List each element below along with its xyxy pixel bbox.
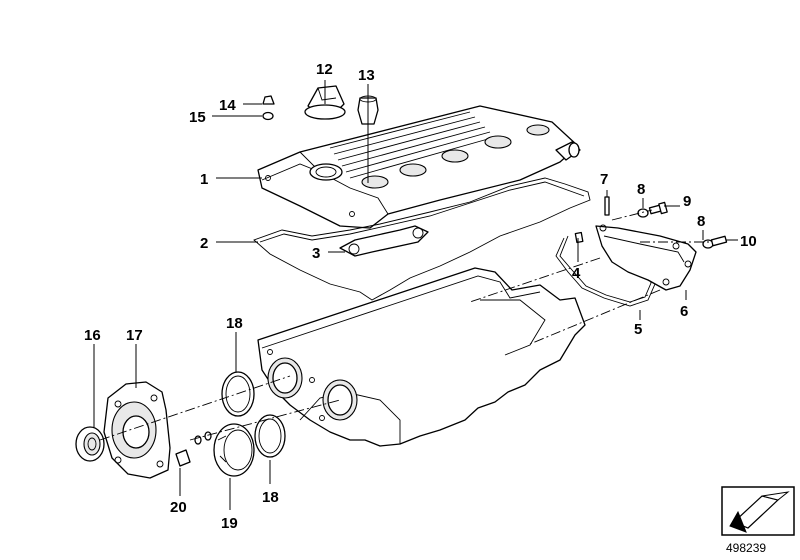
leader-lines <box>93 80 738 510</box>
callout-5: 5 <box>634 321 642 338</box>
cover-gasket <box>253 177 591 301</box>
callout-13: 13 <box>358 67 375 84</box>
stud <box>604 196 610 216</box>
callout-3: 3 <box>312 245 320 262</box>
dowel-pin <box>574 231 584 244</box>
callout-18a: 18 <box>226 315 243 332</box>
callout-8a: 8 <box>637 181 645 198</box>
bolt-lower <box>710 235 728 247</box>
callout-18b: 18 <box>262 489 279 506</box>
callout-20: 20 <box>170 499 187 516</box>
callout-1: 1 <box>200 171 208 188</box>
callout-7: 7 <box>600 171 608 188</box>
callout-8b: 8 <box>697 213 705 230</box>
cylinder-head-cover <box>257 105 581 229</box>
screw-cap <box>194 423 255 477</box>
callout-2: 2 <box>200 235 208 252</box>
callout-16: 16 <box>84 327 101 344</box>
callout-19: 19 <box>221 515 238 532</box>
oil-filler-cap <box>304 85 346 120</box>
seal-ring <box>262 111 274 121</box>
callout-15: 15 <box>189 109 206 126</box>
timing-case-cover <box>595 224 697 291</box>
callout-6: 6 <box>680 303 688 320</box>
callout-14: 14 <box>219 97 236 114</box>
callouts: 1 2 3 4 5 6 7 8 8 9 10 12 13 14 15 16 17… <box>84 61 757 532</box>
washer-upper <box>637 208 649 218</box>
cap-nut <box>262 95 275 105</box>
callout-10: 10 <box>740 233 757 250</box>
callout-9: 9 <box>683 193 691 210</box>
callout-4: 4 <box>572 265 581 282</box>
o-ring-lower <box>254 414 286 458</box>
o-ring-upper <box>221 371 255 417</box>
bolt-upper <box>648 201 668 215</box>
spark-plug-gasket <box>339 225 429 257</box>
callout-12: 12 <box>316 61 333 78</box>
vanos-cover <box>103 381 171 479</box>
arrow-badge-icon <box>721 486 795 536</box>
document-number: 498239 <box>726 541 767 555</box>
shaft-seal <box>75 426 105 462</box>
callout-17: 17 <box>126 327 143 344</box>
cylinder-head <box>257 267 586 447</box>
timing-case-gasket <box>555 237 656 307</box>
screw-plug <box>175 449 191 467</box>
